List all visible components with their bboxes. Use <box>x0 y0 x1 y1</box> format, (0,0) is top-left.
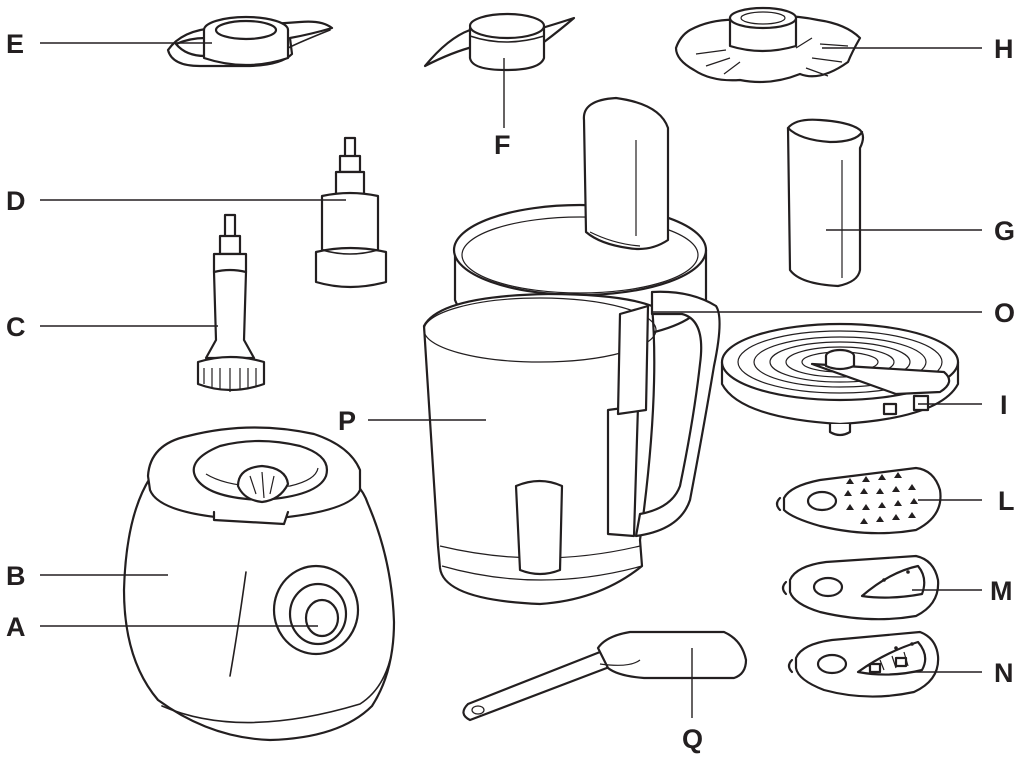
part-d-drive-shaft-short <box>314 136 388 289</box>
label-g: G <box>994 216 1015 246</box>
part-q-spatula <box>462 630 748 722</box>
label-f: F <box>494 130 511 160</box>
part-m-slicing-insert <box>781 554 940 621</box>
label-c: C <box>6 312 26 342</box>
label-l: L <box>998 486 1015 516</box>
label-b: B <box>6 561 26 591</box>
label-e: E <box>6 29 24 59</box>
leader-lines <box>40 42 982 718</box>
label-i: I <box>1000 390 1008 420</box>
label-n: N <box>994 658 1014 688</box>
label-o: O <box>994 298 1015 328</box>
label-m: M <box>990 576 1013 606</box>
part-labels: E F H D C G O I P L M N B A Q <box>6 29 1015 754</box>
part-h-emulsifying-disc <box>674 6 862 84</box>
part-p-work-bowl <box>422 290 721 606</box>
label-h: H <box>994 34 1014 64</box>
label-d: D <box>6 186 26 216</box>
part-a-b-motor-base <box>122 426 396 742</box>
part-c-drive-shaft-tall <box>196 213 266 392</box>
label-a: A <box>6 612 26 642</box>
label-p: P <box>338 406 356 436</box>
label-q: Q <box>682 724 703 754</box>
part-n-julienne-insert <box>787 630 940 698</box>
part-i-disc-holder <box>720 322 960 437</box>
part-e-chopping-blade <box>166 15 334 68</box>
part-g-food-pusher <box>786 118 865 288</box>
part-f-blade-hub <box>423 12 576 72</box>
part-l-grating-insert <box>775 466 942 535</box>
